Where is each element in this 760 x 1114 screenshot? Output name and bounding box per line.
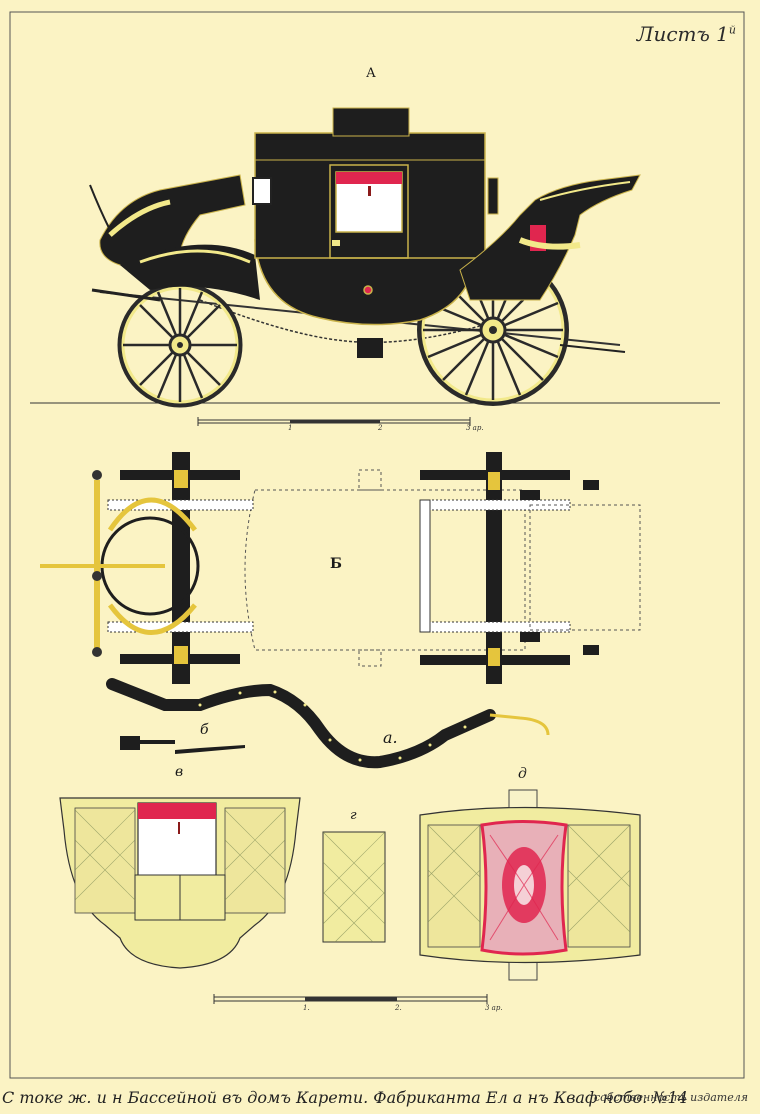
publisher-footer: С токе ж. и н Бассейной въ домъ Карети. … — [2, 1088, 688, 1107]
front-wheel — [117, 282, 243, 408]
scale-bar-bottom — [213, 994, 488, 1004]
ownership-note: собственность издателя — [593, 1091, 748, 1104]
scale-bottom-mark-2: 2. — [395, 1004, 402, 1012]
part-b-bracket — [120, 736, 245, 754]
red-window-blind-interior — [138, 803, 216, 819]
scale-top-mark-1: 1 — [288, 424, 293, 432]
carriage-side-view — [30, 107, 720, 408]
interior-front-view — [59, 797, 301, 969]
figure-label-small-b: б — [200, 722, 209, 738]
figure-label-v: в — [175, 764, 184, 780]
scale-top-mark-3: 3 ар. — [466, 424, 484, 432]
lining-panel — [322, 831, 386, 943]
figure-label-small-a: а. — [383, 728, 398, 747]
figure-label-b-plan: Б — [330, 556, 342, 572]
scale-bar-top — [197, 417, 471, 426]
scale-bottom-mark-1: 1. — [303, 1004, 310, 1012]
sheet-label: Листъ 1й — [636, 22, 736, 46]
lamp — [252, 177, 272, 205]
figure-label-a: А — [366, 66, 376, 81]
red-window-blind — [336, 172, 402, 184]
scale-bottom-mark-3: 3 ар. — [485, 1004, 503, 1012]
plate-border — [9, 11, 745, 1079]
part-a-spring — [106, 678, 550, 769]
roof-box — [332, 107, 410, 137]
scale-top-mark-2: 2 — [378, 424, 383, 432]
figure-label-d: д — [518, 766, 527, 782]
interior-plan-view — [419, 789, 641, 981]
figure-label-g: г — [350, 808, 357, 823]
undercarriage-plan — [40, 452, 641, 684]
